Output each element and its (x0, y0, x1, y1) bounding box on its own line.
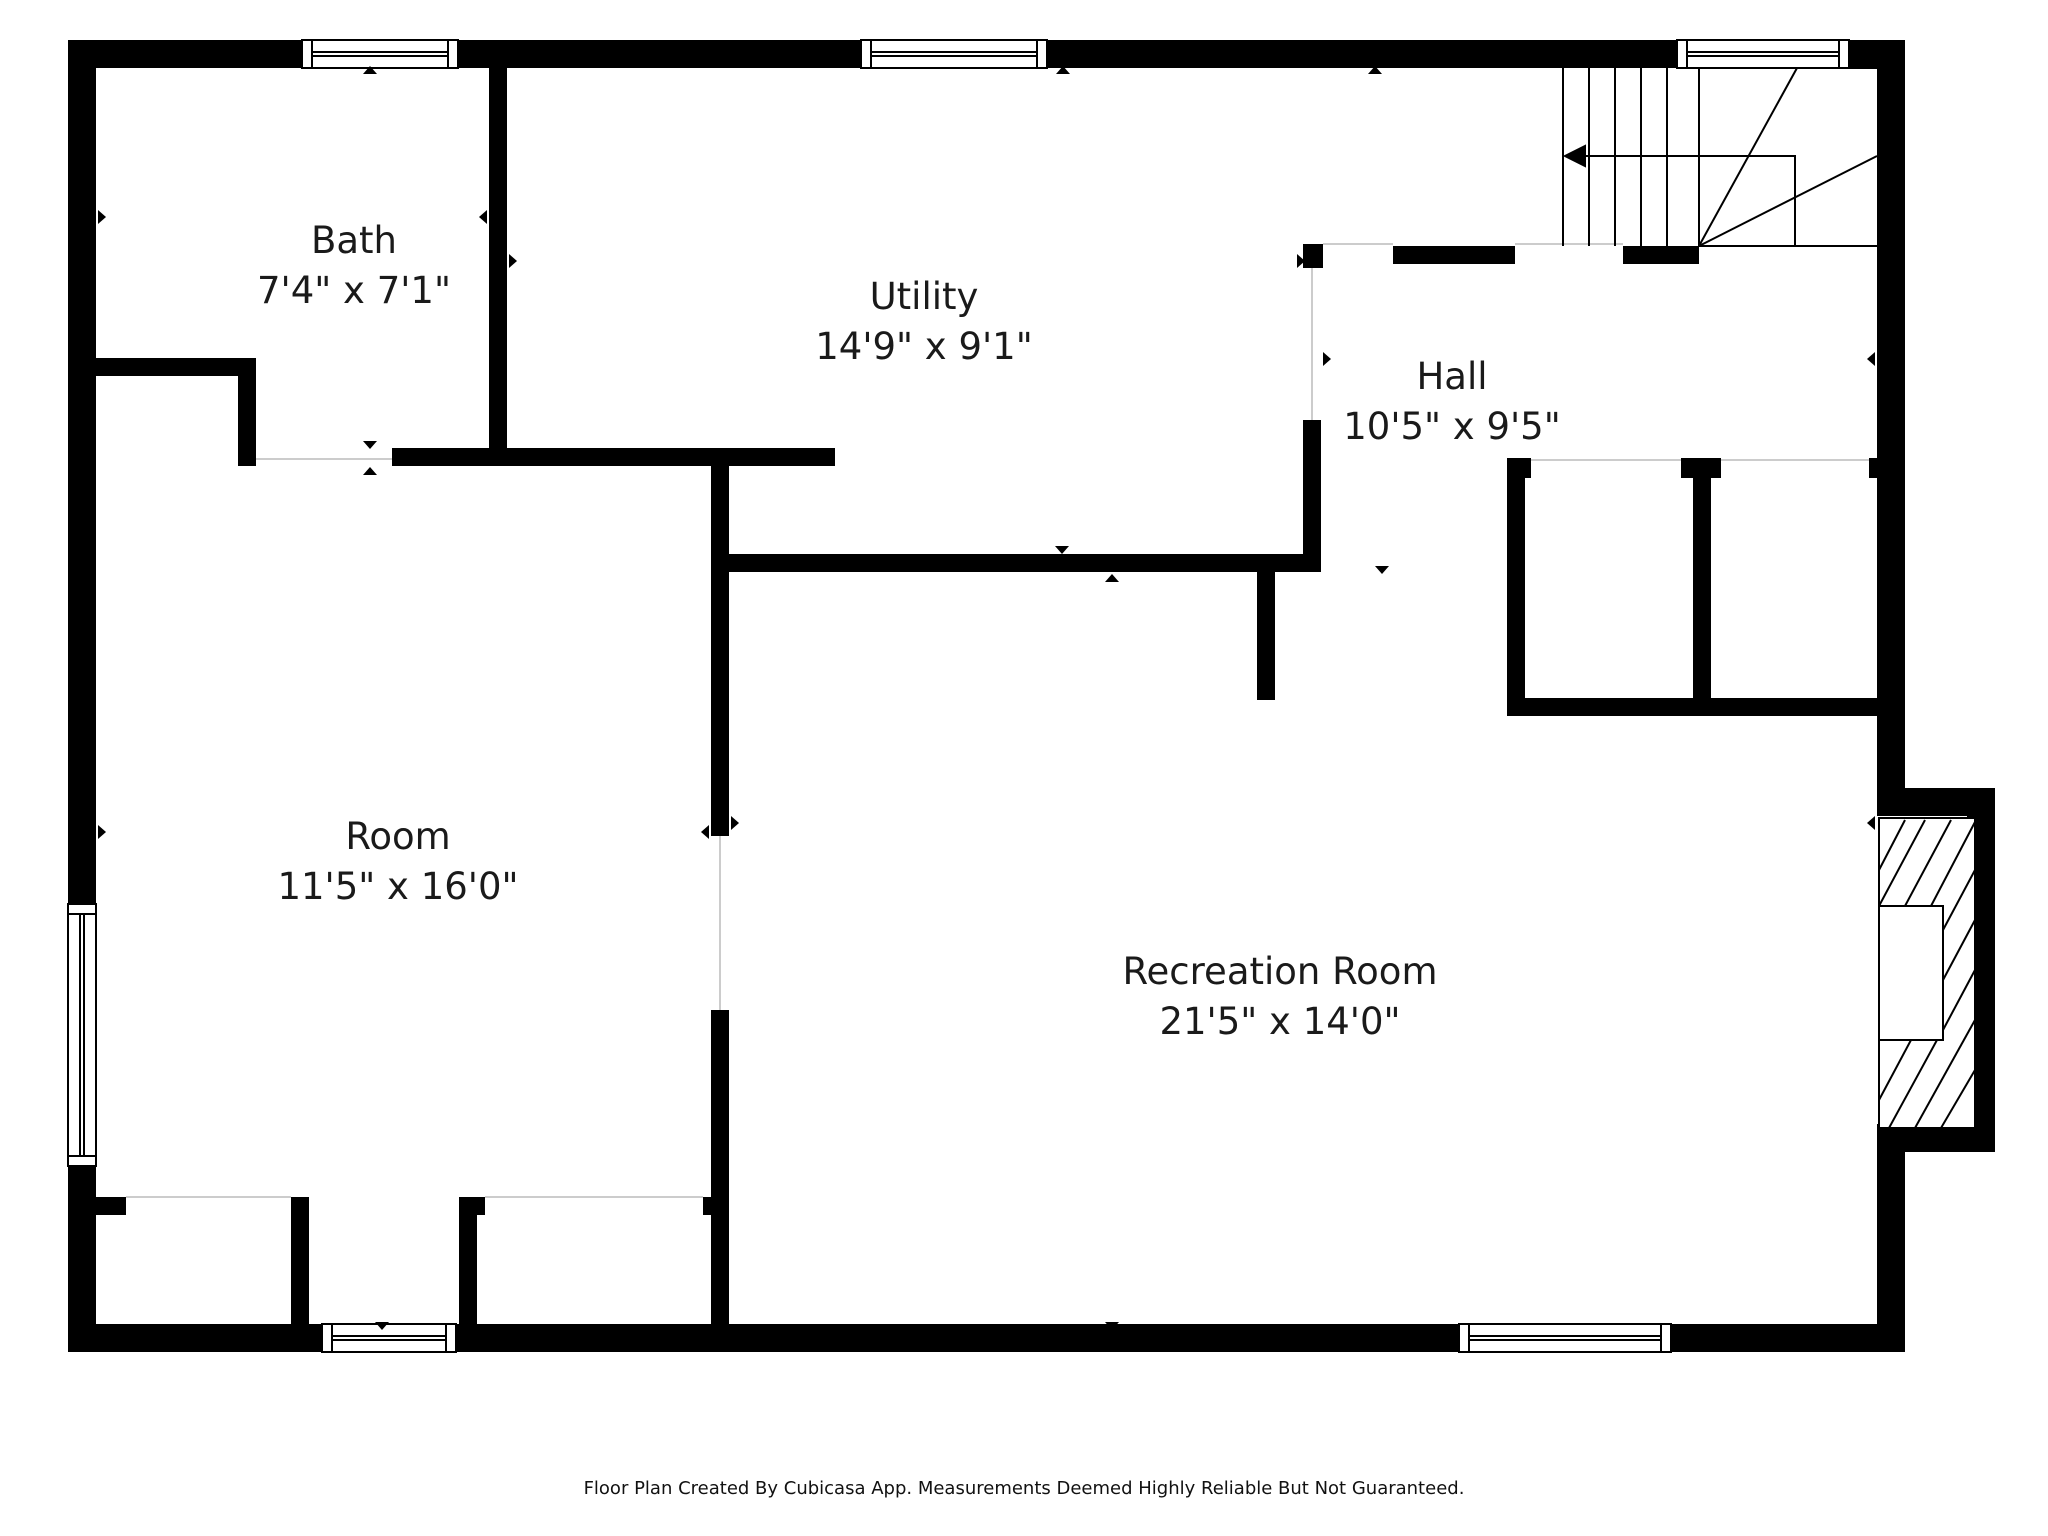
stairs (1562, 67, 1878, 247)
wall-hall-top-right (1623, 246, 1699, 264)
wall-bath-jog-vertical (238, 358, 256, 466)
wall-utility-right (1303, 420, 1321, 572)
wall-lower-mid-closet-top-left (459, 1197, 485, 1215)
wall-hall-top-mid (1393, 246, 1515, 264)
wall-room-divider-upper (711, 448, 729, 836)
hall-name-label: Hall (1416, 355, 1487, 398)
window-room-bottom (321, 1323, 457, 1353)
stair-direction-arrow-icon (1562, 144, 1586, 168)
disclaimer-footer: Floor Plan Created By Cubicasa App. Meas… (583, 1478, 1465, 1499)
wall-closet-top-right (1869, 458, 1881, 478)
recreation-name-label: Recreation Room (1123, 950, 1438, 993)
wall-bath-bottom-right (392, 448, 835, 466)
wall-room-divider-lower (711, 1010, 729, 1340)
walls (68, 40, 1995, 1352)
room-name-label: Room (345, 815, 450, 858)
window-recreation-bottom (1458, 1323, 1672, 1353)
utility-dims-label: 14'9" x 9'1" (815, 325, 1033, 368)
room-dims-label: 11'5" x 16'0" (277, 865, 518, 908)
fireplace (1878, 817, 1976, 1129)
wall-closet-mid (1693, 458, 1711, 716)
room-labels: Bath 7'4" x 7'1" Utility 14'9" x 9'1" Ha… (257, 219, 1561, 1043)
wall-lower-mid-closet-left (459, 1197, 477, 1327)
fireplace-hearth (1878, 905, 1944, 1041)
windows (67, 39, 1850, 1353)
bath-dims-label: 7'4" x 7'1" (257, 269, 451, 312)
wall-closet-bottom (1507, 698, 1895, 716)
window-stairs-top (1676, 39, 1850, 69)
window-room-left (67, 903, 97, 1167)
wall-closet-left (1507, 458, 1525, 716)
wall-lower-left-closet-right (291, 1197, 309, 1327)
dimension-markers (98, 66, 1875, 1330)
wall-lower-left-closet-top (96, 1197, 126, 1215)
wall-hall-top-left (1303, 244, 1323, 268)
wall-bath-right (489, 52, 507, 466)
wall-exterior-right-upper (1877, 40, 1905, 792)
wall-lower-mid-closet-top-right (703, 1197, 715, 1215)
window-bath-top (301, 39, 459, 69)
hall-dims-label: 10'5" x 9'5" (1343, 405, 1561, 448)
wall-exterior-right-lower (1877, 1140, 1905, 1352)
wall-bath-jog-horizontal (96, 358, 256, 376)
bath-name-label: Bath (311, 219, 397, 262)
window-utility-top (860, 39, 1048, 69)
utility-name-label: Utility (870, 275, 979, 318)
wall-rec-stub (1257, 554, 1275, 700)
wall-utility-bottom (711, 554, 1321, 572)
recreation-dims-label: 21'5" x 14'0" (1159, 1000, 1400, 1043)
door-openings (126, 243, 1869, 1198)
